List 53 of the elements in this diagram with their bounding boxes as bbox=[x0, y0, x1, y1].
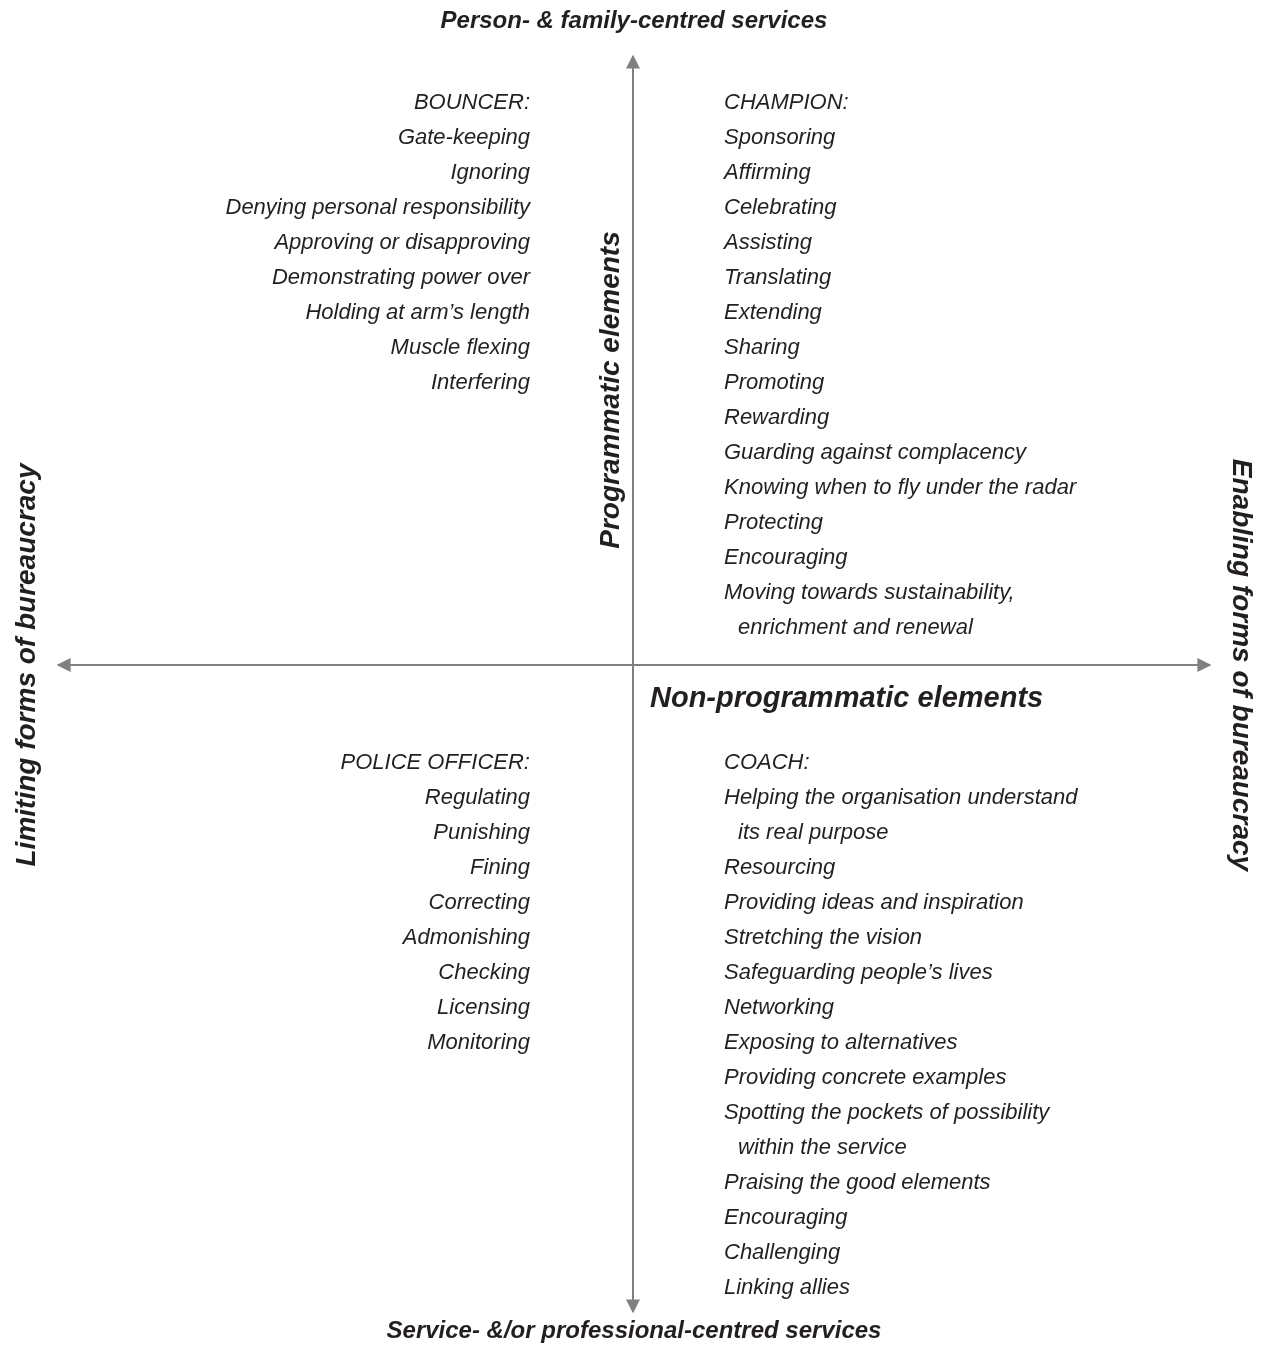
list-item: Checking bbox=[437, 958, 530, 986]
list-item: Extending bbox=[724, 298, 823, 326]
list-item: Spotting the pockets of possibility within the service bbox=[724, 1098, 1051, 1161]
list-item: Moving towards sustainability, enrichment and renewal bbox=[724, 578, 1016, 641]
list-item: Assisting bbox=[724, 228, 814, 256]
list-item: Interfering bbox=[429, 368, 530, 396]
list-item: Praising the good elements bbox=[724, 1168, 992, 1196]
role-heading: BOUNCER: bbox=[412, 88, 530, 116]
axis-label: Enabling forms of bureaucracy bbox=[1226, 458, 1259, 872]
list-item: Guarding against complacency bbox=[724, 438, 1028, 466]
list-item: Demonstrating power over bbox=[271, 263, 530, 291]
list-item: Admonishing bbox=[401, 923, 530, 951]
list-item: Regulating bbox=[423, 783, 530, 811]
role-heading: POLICE OFFICER: bbox=[339, 748, 530, 776]
list-item: Monitoring bbox=[426, 1028, 530, 1056]
list-item: Helping the organisation understand its real purpose bbox=[724, 783, 1079, 846]
axis-label: Person- & family-centred services bbox=[439, 5, 829, 35]
list-item: Denying personal responsibility bbox=[224, 193, 530, 221]
list-item: Challenging bbox=[724, 1238, 842, 1266]
role-heading: COACH: bbox=[724, 748, 811, 776]
list-item: Affirming bbox=[724, 158, 812, 186]
list-item: Linking allies bbox=[724, 1273, 851, 1301]
list-item: Licensing bbox=[436, 993, 530, 1021]
list-item: Protecting bbox=[724, 508, 825, 536]
list-item: Fining bbox=[469, 853, 530, 881]
list-item: Sponsoring bbox=[724, 123, 837, 151]
list-item: Stretching the vision bbox=[724, 923, 924, 951]
list-item: Resourcing bbox=[724, 853, 837, 881]
role-heading: CHAMPION: bbox=[724, 88, 850, 116]
list-item: Knowing when to fly under the radar bbox=[724, 473, 1078, 501]
list-item: Rewarding bbox=[724, 403, 831, 431]
list-item: Encouraging bbox=[724, 543, 849, 571]
list-item: Networking bbox=[724, 993, 836, 1021]
axis-label: Limiting forms of bureaucracy bbox=[9, 463, 42, 867]
list-item: Providing concrete examples bbox=[724, 1063, 1008, 1091]
axis-label: Programmatic elements bbox=[593, 231, 626, 549]
list-item: Holding at arm’s length bbox=[304, 298, 530, 326]
list-item: Correcting bbox=[427, 888, 530, 916]
list-item: Exposing to alternatives bbox=[724, 1028, 959, 1056]
list-item: Encouraging bbox=[724, 1203, 849, 1231]
list-item: Translating bbox=[724, 263, 833, 291]
list-item: Punishing bbox=[432, 818, 530, 846]
axis-label: Non-programmatic elements bbox=[650, 680, 1044, 715]
list-item: Gate-keeping bbox=[396, 123, 530, 151]
axis-label: Service- &/or professional-centred services bbox=[385, 1315, 883, 1345]
list-item: Providing ideas and inspiration bbox=[724, 888, 1025, 916]
list-item: Muscle flexing bbox=[389, 333, 530, 361]
list-item: Celebrating bbox=[724, 193, 838, 221]
list-item: Ignoring bbox=[449, 158, 530, 186]
list-item: Safeguarding people’s lives bbox=[724, 958, 994, 986]
list-item: Sharing bbox=[724, 333, 801, 361]
list-item: Approving or disapproving bbox=[272, 228, 530, 256]
list-item: Promoting bbox=[724, 368, 826, 396]
